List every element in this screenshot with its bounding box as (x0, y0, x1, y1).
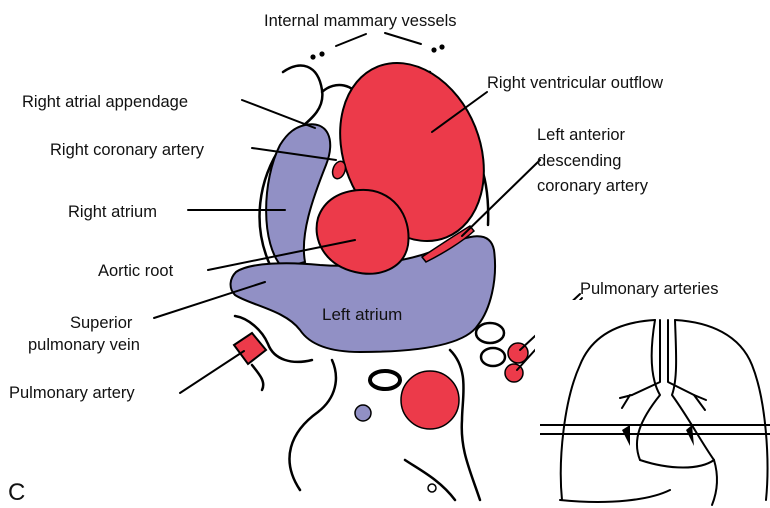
azygos-vein-shape (355, 405, 371, 421)
label-aortic-root: Aortic root (98, 262, 174, 280)
label-right-coronary-artery: Right coronary artery (50, 141, 205, 159)
right-pulmonary-vessels (476, 323, 528, 382)
label-lad-line2: descending (537, 152, 621, 170)
lower-mediastinum (290, 350, 480, 500)
panel-letter: C (8, 479, 25, 506)
label-lad-line1: Left anterior (537, 126, 626, 144)
label-superior-pulmonary-vein-line1: Superior (70, 314, 133, 332)
esophagus-ring (370, 371, 400, 389)
label-left-atrium: Left atrium (322, 305, 402, 324)
pulmonary-artery-shape (234, 333, 266, 364)
label-pulmonary-arteries: Pulmonary arteries (580, 280, 718, 298)
label-right-atrium: Right atrium (68, 203, 157, 221)
internal-mammary-vessel-dots (310, 44, 444, 59)
label-pulmonary-artery: Pulmonary artery (9, 384, 135, 402)
label-right-ventricular-outflow: Right ventricular outflow (487, 74, 663, 92)
aortic-root-shape (317, 190, 409, 274)
label-superior-pulmonary-vein-line2: pulmonary vein (28, 336, 140, 354)
label-right-atrial-appendage: Right atrial appendage (22, 93, 188, 111)
chest-inset-panel (535, 300, 770, 508)
label-internal-mammary-vessels: Internal mammary vessels (264, 12, 457, 30)
descending-aorta-shape (401, 371, 459, 429)
label-lad-line3: coronary artery (537, 177, 649, 195)
